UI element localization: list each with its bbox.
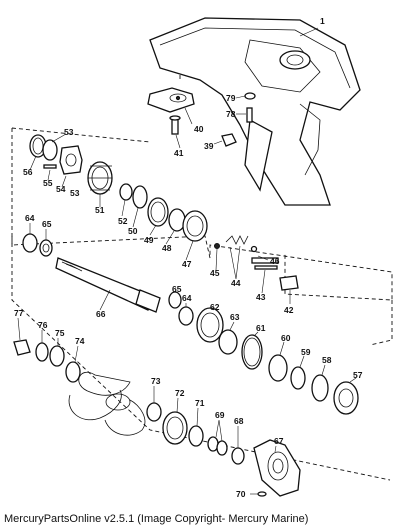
sliding-clutch-54[interactable]: [59, 145, 83, 175]
callout-64b: 64: [182, 293, 192, 303]
anode-screw[interactable]: [169, 115, 181, 135]
callout-51: 51: [95, 205, 105, 215]
pinion-gear-51[interactable]: [87, 161, 113, 195]
callout-72: 72: [175, 388, 185, 398]
tab-washer-74[interactable]: [65, 361, 81, 383]
callout-68: 68: [234, 416, 244, 426]
callout-44: 44: [231, 278, 241, 288]
callout-67: 67: [274, 436, 284, 446]
callout-75: 75: [55, 328, 65, 338]
bearing-63[interactable]: [218, 329, 238, 355]
gear-housing[interactable]: [149, 17, 361, 206]
propeller-nut-77[interactable]: [13, 339, 31, 356]
callout-55: 55: [43, 178, 53, 188]
reverse-gear-62[interactable]: [196, 307, 224, 343]
callout-58: 58: [322, 355, 332, 365]
callout-62: 62: [210, 302, 220, 312]
callout-45: 45: [210, 268, 220, 278]
shim-60[interactable]: [268, 354, 288, 382]
callout-52: 52: [118, 216, 128, 226]
callout-46: 46: [270, 256, 280, 266]
callout-40: 40: [194, 124, 204, 134]
callout-60: 60: [281, 333, 291, 343]
bearing-68[interactable]: [231, 447, 245, 465]
bearing-65b[interactable]: [168, 291, 182, 309]
callout-1: 1: [320, 16, 325, 26]
o-ring-61[interactable]: [241, 334, 263, 370]
pin-55[interactable]: [43, 164, 57, 169]
callout-57: 57: [353, 370, 363, 380]
leader-lines: [17, 27, 357, 495]
anode-plate[interactable]: [147, 87, 195, 113]
o-ring-59[interactable]: [290, 366, 306, 390]
callout-63: 63: [230, 312, 240, 322]
bearing-65[interactable]: [39, 239, 53, 257]
washer-73[interactable]: [146, 402, 162, 422]
callout-71: 71: [195, 398, 205, 408]
gear-72[interactable]: [162, 411, 188, 445]
callout-41: 41: [174, 148, 184, 158]
callout-49: 49: [144, 235, 154, 245]
propeller-shaft-66[interactable]: [55, 257, 161, 313]
washer-64[interactable]: [22, 233, 38, 253]
callout-54: 54: [56, 184, 66, 194]
propeller[interactable]: [68, 372, 146, 436]
callout-77: 77: [14, 308, 24, 318]
callout-labels: 1 40 41 79 78 39 53 56 55 54 53 51 52 50…: [14, 16, 363, 499]
o-ring-56[interactable]: [29, 134, 47, 158]
callout-73: 73: [151, 376, 161, 386]
washer-64b[interactable]: [178, 306, 194, 326]
callout-64a: 64: [25, 213, 35, 223]
bearing-race-49[interactable]: [147, 197, 169, 227]
shim-50[interactable]: [132, 185, 148, 209]
callout-78: 78: [226, 109, 236, 119]
callout-69: 69: [215, 410, 225, 420]
shift-shaft-46[interactable]: [250, 245, 279, 264]
callout-56: 56: [23, 167, 33, 177]
image-caption: MercuryPartsOnline v2.5.1 (Image Copyrig…: [4, 513, 309, 525]
thrust-hub-75[interactable]: [49, 345, 65, 367]
stud-78[interactable]: [246, 107, 253, 123]
callout-74: 74: [75, 336, 85, 346]
retainer-71[interactable]: [188, 425, 204, 447]
nut-39[interactable]: [221, 133, 237, 147]
callout-61: 61: [256, 323, 266, 333]
callout-59: 59: [301, 347, 311, 357]
callout-48: 48: [162, 243, 172, 253]
shift-cam-42[interactable]: [279, 275, 299, 291]
callout-47: 47: [182, 259, 192, 269]
callout-39: 39: [204, 141, 214, 151]
spring-44[interactable]: [225, 235, 249, 245]
o-ring-58[interactable]: [311, 374, 329, 402]
bearing-carrier-67[interactable]: [253, 439, 301, 497]
bearing-carrier-57[interactable]: [333, 381, 359, 415]
callout-42: 42: [284, 305, 294, 315]
bearing-69[interactable]: [207, 436, 228, 456]
detent-ball-45[interactable]: [214, 243, 220, 249]
callout-66: 66: [96, 309, 106, 319]
callout-43: 43: [256, 292, 266, 302]
screw-70[interactable]: [257, 491, 267, 497]
tab-washer-76[interactable]: [35, 342, 49, 362]
cam-follower-43[interactable]: [254, 265, 278, 270]
callout-53b: 53: [70, 188, 80, 198]
callout-65a: 65: [42, 219, 52, 229]
o-ring-53[interactable]: [42, 139, 58, 161]
callout-76: 76: [38, 320, 48, 330]
washer-79[interactable]: [244, 92, 256, 100]
callout-79: 79: [226, 93, 236, 103]
bearing-52[interactable]: [119, 183, 133, 201]
callout-65b: 65: [172, 284, 182, 294]
forward-gear-47[interactable]: [182, 210, 208, 242]
callout-50: 50: [128, 226, 138, 236]
callout-53a: 53: [64, 127, 74, 137]
callout-70: 70: [236, 489, 246, 499]
